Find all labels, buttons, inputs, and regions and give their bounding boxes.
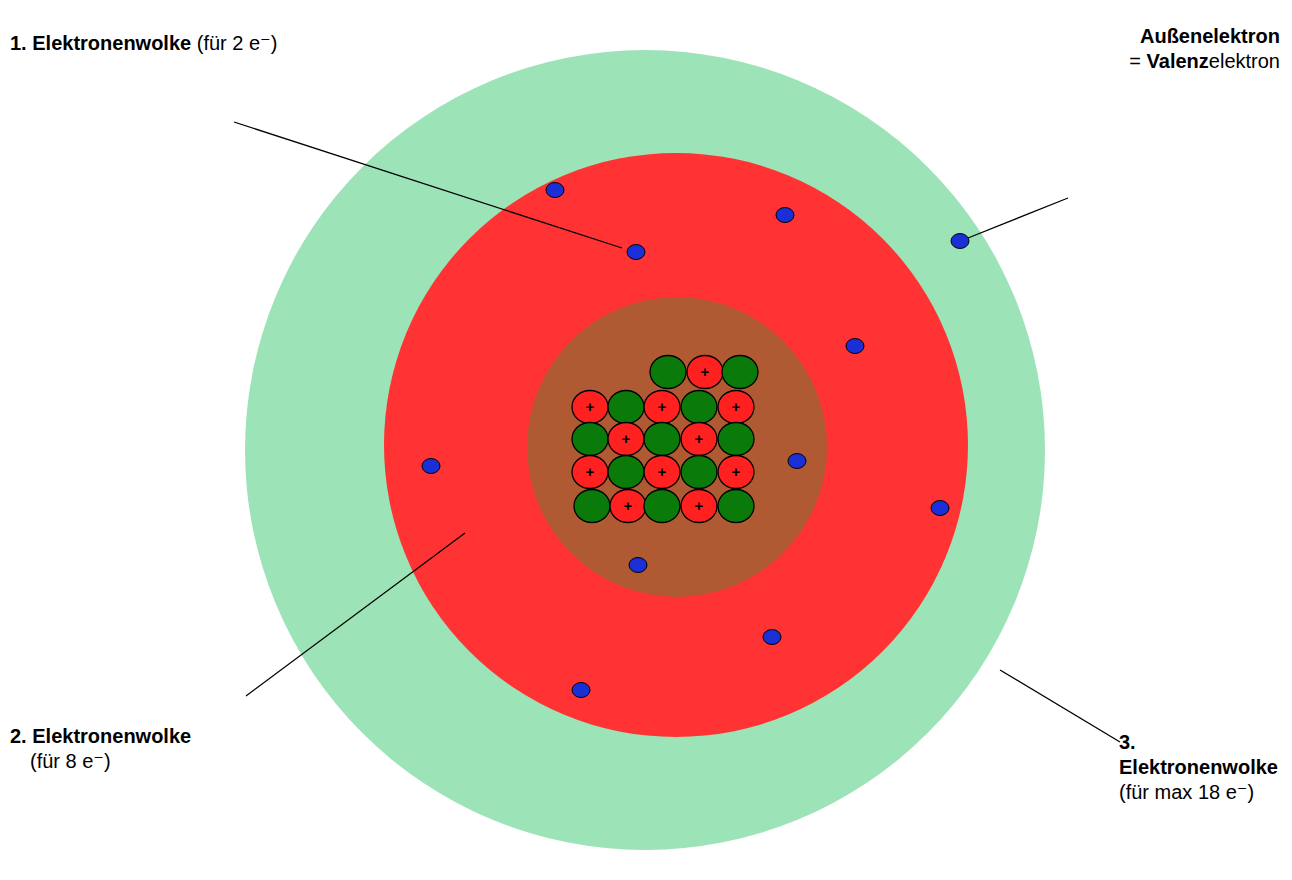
second-shell (384, 153, 968, 737)
label-part: Außenelektron (1140, 25, 1280, 47)
neutron (718, 423, 754, 456)
electron (546, 183, 564, 198)
label-part: 2. Elektronenwolke (10, 725, 191, 747)
leader-lines (234, 122, 1120, 742)
proton-charge: + (618, 431, 634, 447)
proton (718, 456, 754, 489)
proton (608, 423, 644, 456)
first-shell (527, 297, 827, 597)
electron (846, 339, 864, 354)
neutron (574, 490, 610, 523)
proton (644, 391, 680, 424)
proton (610, 490, 646, 523)
proton-charge: + (582, 399, 598, 415)
electron (931, 501, 949, 516)
label-part: 3. (1119, 731, 1136, 753)
leader-line (968, 198, 1068, 238)
electrons (422, 183, 969, 698)
proton (718, 391, 754, 424)
label-part: = (1129, 50, 1146, 72)
electron (951, 234, 969, 249)
proton (687, 356, 723, 389)
leader-line (246, 533, 465, 696)
electron (627, 245, 645, 260)
shell-label: 1. Elektronenwolke (für 2 e⁻) (10, 31, 277, 56)
neutron (572, 423, 608, 456)
proton-charge: + (620, 498, 636, 514)
shell-label: Außenelektron = Valenzelektron (1040, 24, 1280, 74)
neutron (644, 490, 680, 523)
neutron (681, 456, 717, 489)
proton-charge: + (728, 399, 744, 415)
proton-charge: + (697, 364, 713, 380)
label-part: (für 8 e⁻) (30, 750, 111, 772)
label-part: Valenz (1147, 50, 1209, 72)
shell-label: 2. Elektronenwolke (für 8 e⁻) (10, 724, 191, 774)
proton-charge: + (654, 399, 670, 415)
electron (422, 459, 440, 474)
electron (788, 454, 806, 469)
electron (572, 683, 590, 698)
proton-charge: + (654, 464, 670, 480)
neutron (718, 490, 754, 523)
electron (776, 208, 794, 223)
proton (644, 456, 680, 489)
electron (763, 630, 781, 645)
proton-charge: + (728, 464, 744, 480)
neutron (681, 391, 717, 424)
proton (572, 391, 608, 424)
label-part: 1. Elektronenwolke (10, 32, 191, 54)
proton (681, 423, 717, 456)
nucleus (572, 356, 758, 523)
third-shell (245, 50, 1045, 850)
label-part: (für 2 e⁻) (191, 32, 277, 54)
proton (681, 490, 717, 523)
proton-charge: + (582, 464, 598, 480)
neutron (650, 356, 686, 389)
neutron (608, 456, 644, 489)
label-part: elektron (1209, 50, 1280, 72)
proton (572, 456, 608, 489)
neutron (608, 391, 644, 424)
neutron (722, 356, 758, 389)
label-part: Elektronenwolke (1119, 756, 1278, 778)
leader-line (1000, 670, 1120, 742)
shell-label: 3. Elektronenwolke (für max 18 e⁻) (1119, 730, 1278, 805)
leader-line (234, 122, 622, 248)
proton-charge: + (691, 431, 707, 447)
label-part: (für max 18 e⁻) (1119, 781, 1254, 803)
electron (629, 558, 647, 573)
proton-charge: + (691, 498, 707, 514)
neutron (644, 423, 680, 456)
